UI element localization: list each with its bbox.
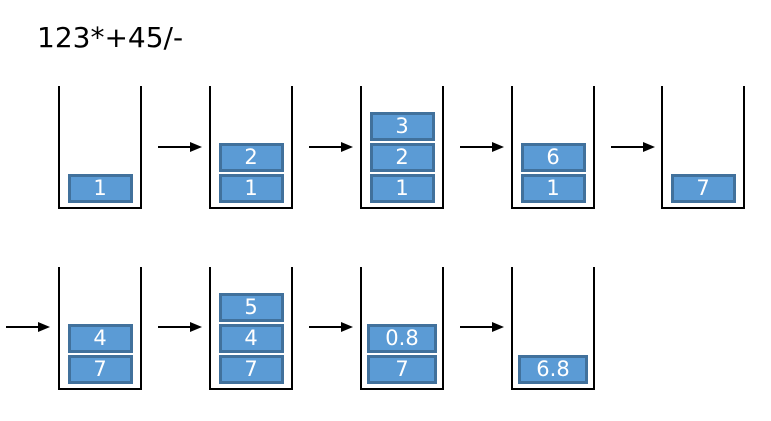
stack-step-2: 2 1 [209, 86, 293, 209]
stack-cell: 0.8 [367, 324, 437, 353]
stack-cell: 6.8 [518, 355, 588, 384]
stack-step-8: 0.8 7 [360, 267, 444, 390]
stack-step-9: 6.8 [511, 267, 595, 390]
stack-cell: 5 [218, 293, 284, 322]
stack-step-5: 7 [661, 86, 745, 209]
arrow-right-icon [158, 320, 202, 334]
arrow-right-icon [611, 140, 655, 154]
arrow-right-icon [309, 320, 353, 334]
stack-cell: 1 [67, 174, 133, 203]
arrow-right-icon [6, 320, 50, 334]
stack-cell: 6 [520, 143, 586, 172]
page-title: 123*+45/- [37, 21, 184, 54]
arrow-right-icon [158, 140, 202, 154]
stack-cell: 4 [67, 324, 133, 353]
stack-cell: 1 [520, 174, 586, 203]
stack-step-7: 5 4 7 [209, 267, 293, 390]
arrow-right-icon [460, 140, 504, 154]
stack-cell: 2 [218, 143, 284, 172]
stack-step-6: 4 7 [58, 267, 142, 390]
stack-cell: 3 [369, 112, 435, 141]
stack-step-1: 1 [58, 86, 142, 209]
stack-cell: 4 [218, 324, 284, 353]
stack-cell: 7 [670, 174, 736, 203]
stack-cell: 7 [367, 355, 437, 384]
arrow-right-icon [309, 140, 353, 154]
stack-cell: 1 [369, 174, 435, 203]
stack-cell: 7 [67, 355, 133, 384]
stack-step-3: 3 2 1 [360, 86, 444, 209]
stack-cell: 7 [218, 355, 284, 384]
stack-step-4: 6 1 [511, 86, 595, 209]
arrow-right-icon [460, 320, 504, 334]
stack-cell: 1 [218, 174, 284, 203]
stack-cell: 2 [369, 143, 435, 172]
